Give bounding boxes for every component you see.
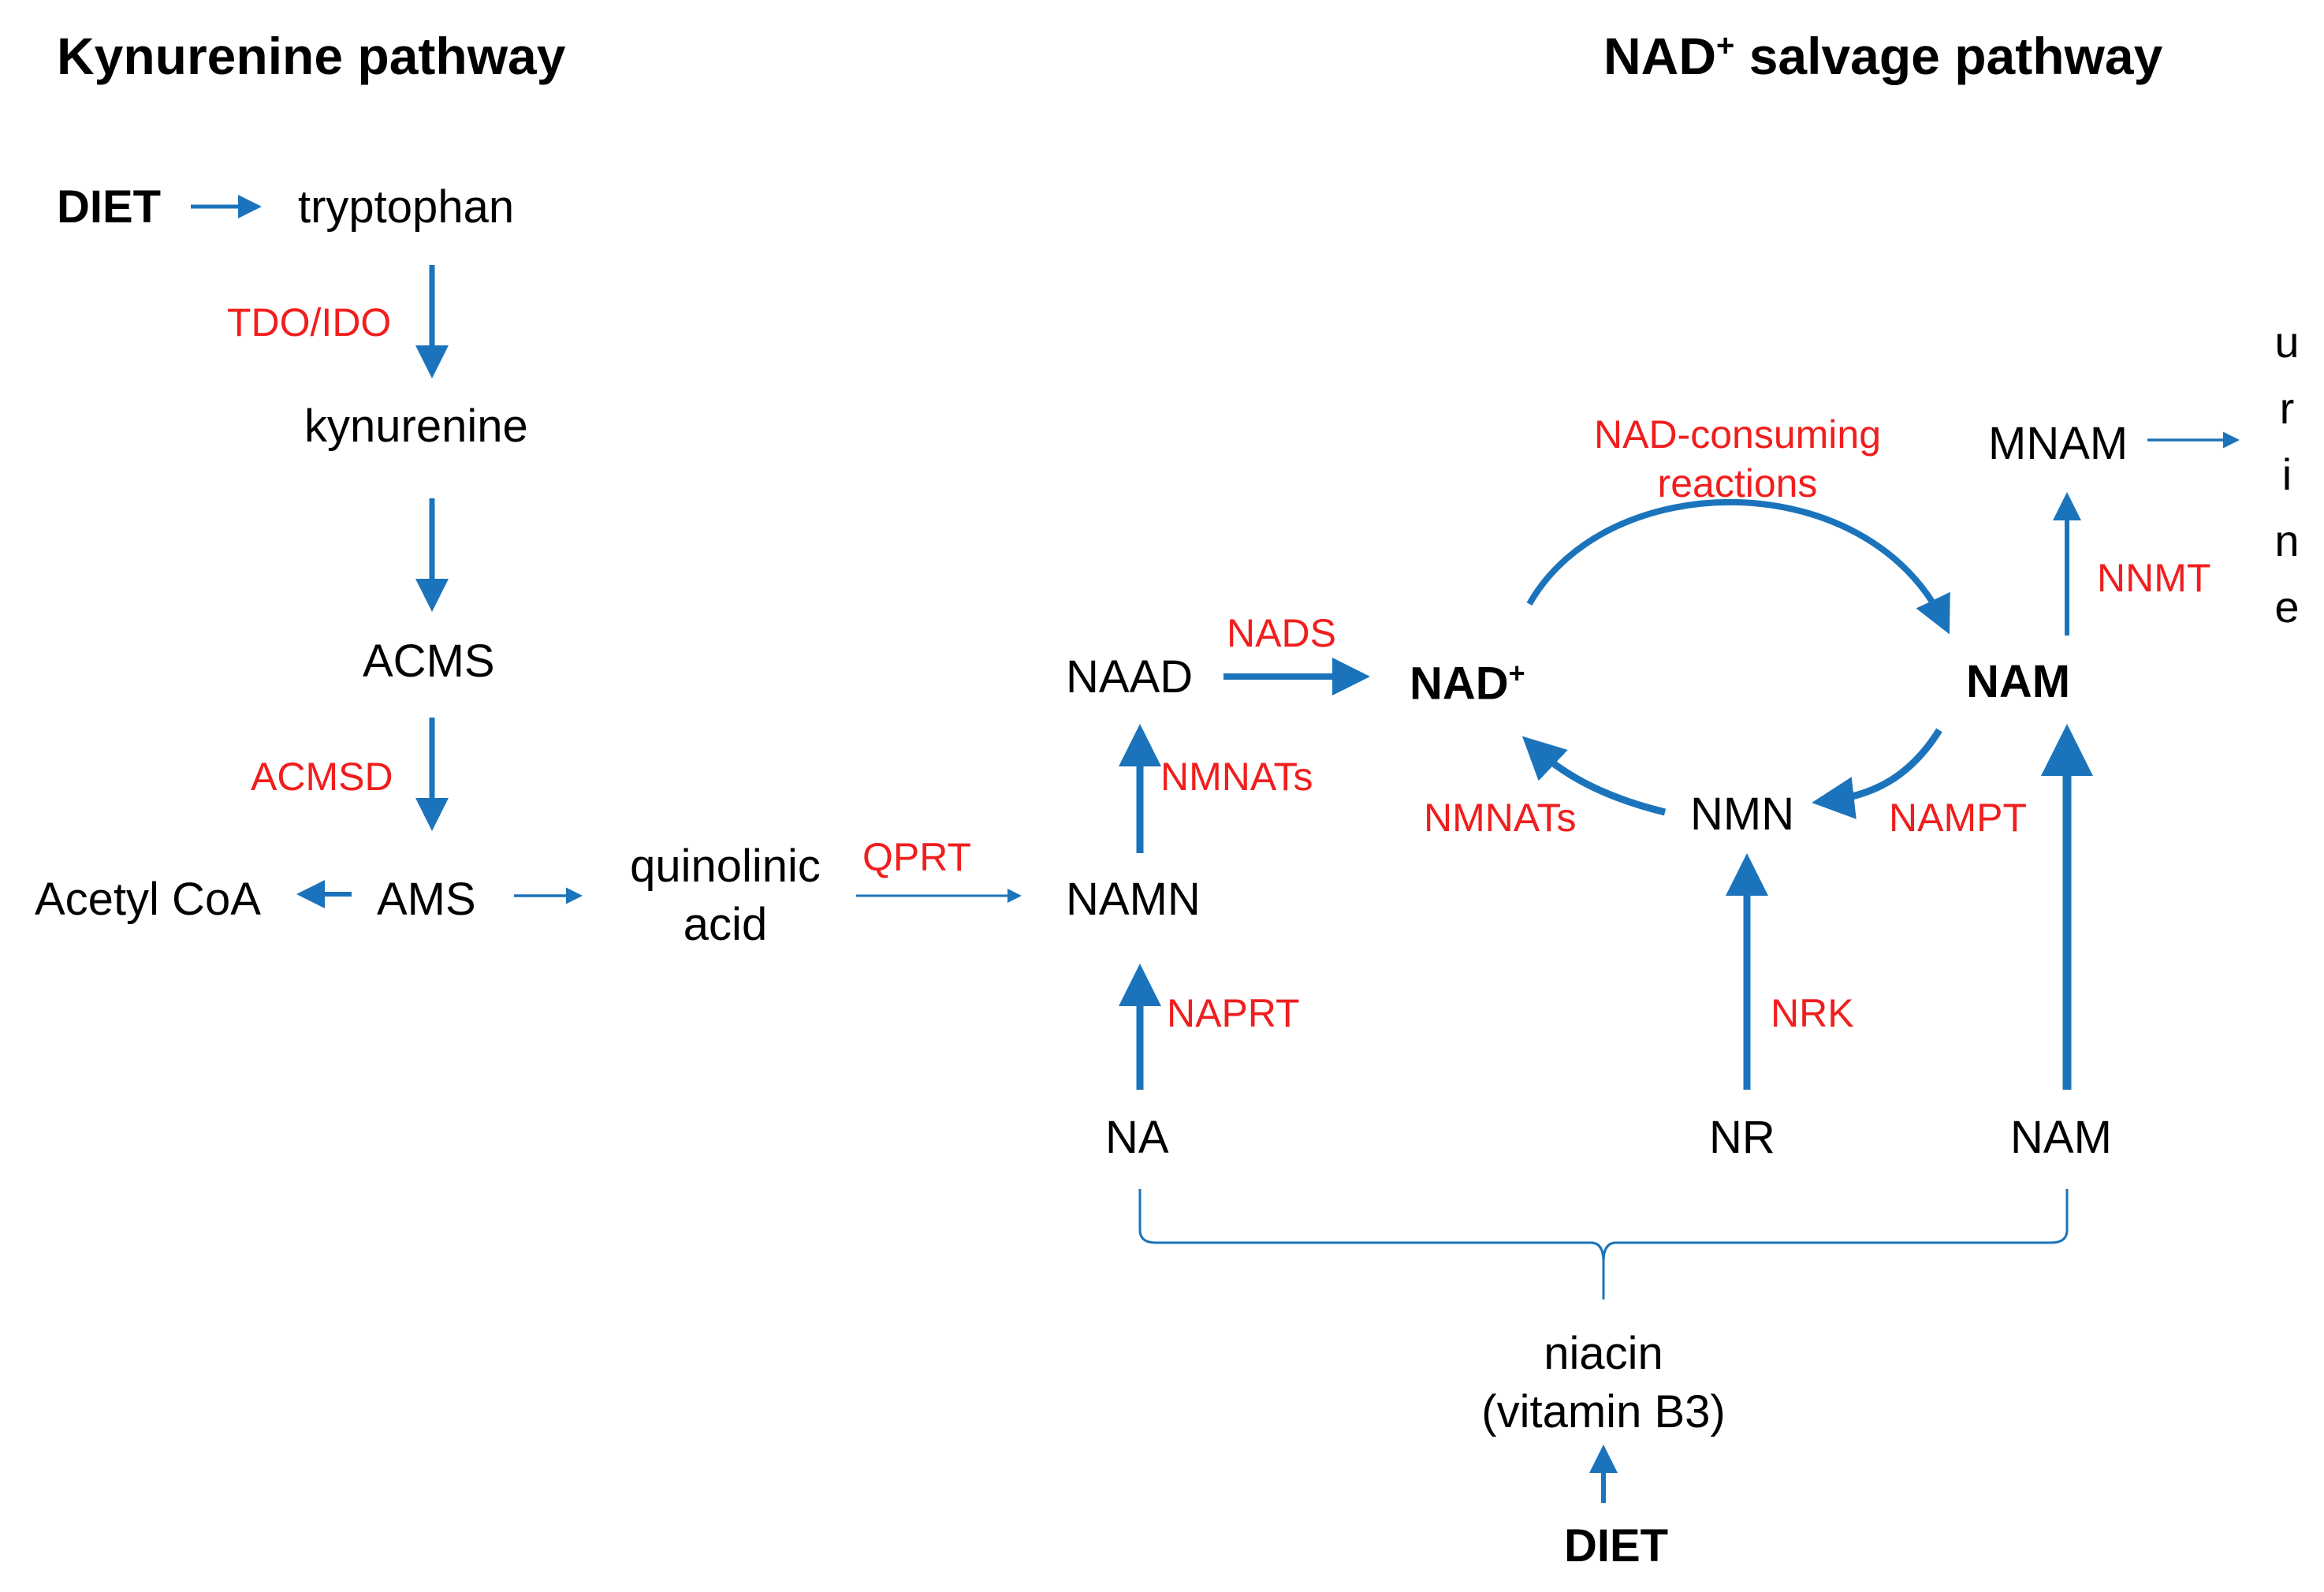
node-nad-superscript: + [1508, 657, 1525, 689]
niacin-line-2: (vitamin B3) [1481, 1386, 1726, 1437]
node-niacin: niacin (vitamin B3) [1446, 1325, 1761, 1441]
node-quinolinic-acid: quinolinic acid [607, 837, 844, 954]
enzyme-acmsd: ACMSD [251, 755, 393, 799]
enzyme-nad-consuming-reactions: NAD-consuming reactions [1548, 410, 1927, 508]
node-naad: NAAD [1066, 651, 1194, 703]
enzyme-naprt: NAPRT [1167, 991, 1300, 1035]
node-acetyl-coa: Acetyl CoA [35, 874, 261, 925]
node-acms: ACMS [363, 636, 495, 687]
quinolinic-line-1: quinolinic [630, 841, 821, 892]
node-kynurenine: kynurenine [304, 401, 528, 452]
kynurenine-pathway-title: Kynurenine pathway [57, 27, 566, 85]
urine-letter: u [2274, 317, 2300, 367]
node-nmn: NMN [1690, 789, 1795, 840]
arrow-nad-consuming-reactions [1526, 499, 1950, 635]
node-diet-bottom: DIET [1564, 1520, 1669, 1571]
salvage-title-superscript: + [1716, 28, 1735, 63]
urine-letter: i [2281, 449, 2292, 499]
enzyme-nmnats-right: NMNATs [1424, 796, 1577, 840]
quinolinic-line-2: acid [683, 899, 768, 950]
enzyme-nampt: NAMPT [1889, 796, 2027, 840]
urine-letter: r [2279, 383, 2295, 433]
enzyme-nads: NADS [1227, 611, 1336, 655]
node-mnam: MNAM [1988, 418, 2128, 469]
enzyme-tdo-ido: TDO/IDO [227, 300, 392, 345]
enzyme-nnmt: NNMT [2097, 556, 2211, 600]
node-ams: AMS [377, 874, 476, 925]
niacin-brace [1138, 1189, 2069, 1299]
arrow-nmn-to-nad [1521, 736, 1667, 816]
node-diet-top: DIET [57, 181, 162, 233]
node-tryptophan: tryptophan [298, 181, 515, 233]
node-nr: NR [1709, 1112, 1775, 1163]
node-namn: NAMN [1066, 874, 1201, 925]
node-urine: u r i n e [2267, 309, 2307, 640]
node-nam: NAM [1966, 656, 2071, 707]
node-na: NA [1105, 1112, 1169, 1163]
salvage-title-suffix: salvage pathway [1734, 27, 2163, 85]
nad-consuming-line-2: reactions [1657, 461, 1818, 505]
urine-letter: n [2274, 516, 2300, 565]
node-nam-bottom: NAM [2010, 1112, 2112, 1163]
node-nad: NAD+ [1410, 659, 1525, 707]
arrow-nam-to-nmn [1812, 728, 1942, 819]
enzyme-qprt: QPRT [862, 835, 971, 879]
niacin-line-1: niacin [1544, 1328, 1663, 1379]
urine-letter: e [2274, 582, 2300, 632]
node-nad-text: NAD [1410, 658, 1509, 710]
nad-consuming-line-1: NAD-consuming [1593, 412, 1881, 457]
enzyme-nmnats-left: NMNATs [1160, 755, 1313, 799]
salvage-pathway-title: NAD+ salvage pathway [1603, 30, 2162, 82]
salvage-title-prefix: NAD [1603, 27, 1716, 85]
enzyme-nrk: NRK [1771, 991, 1854, 1035]
